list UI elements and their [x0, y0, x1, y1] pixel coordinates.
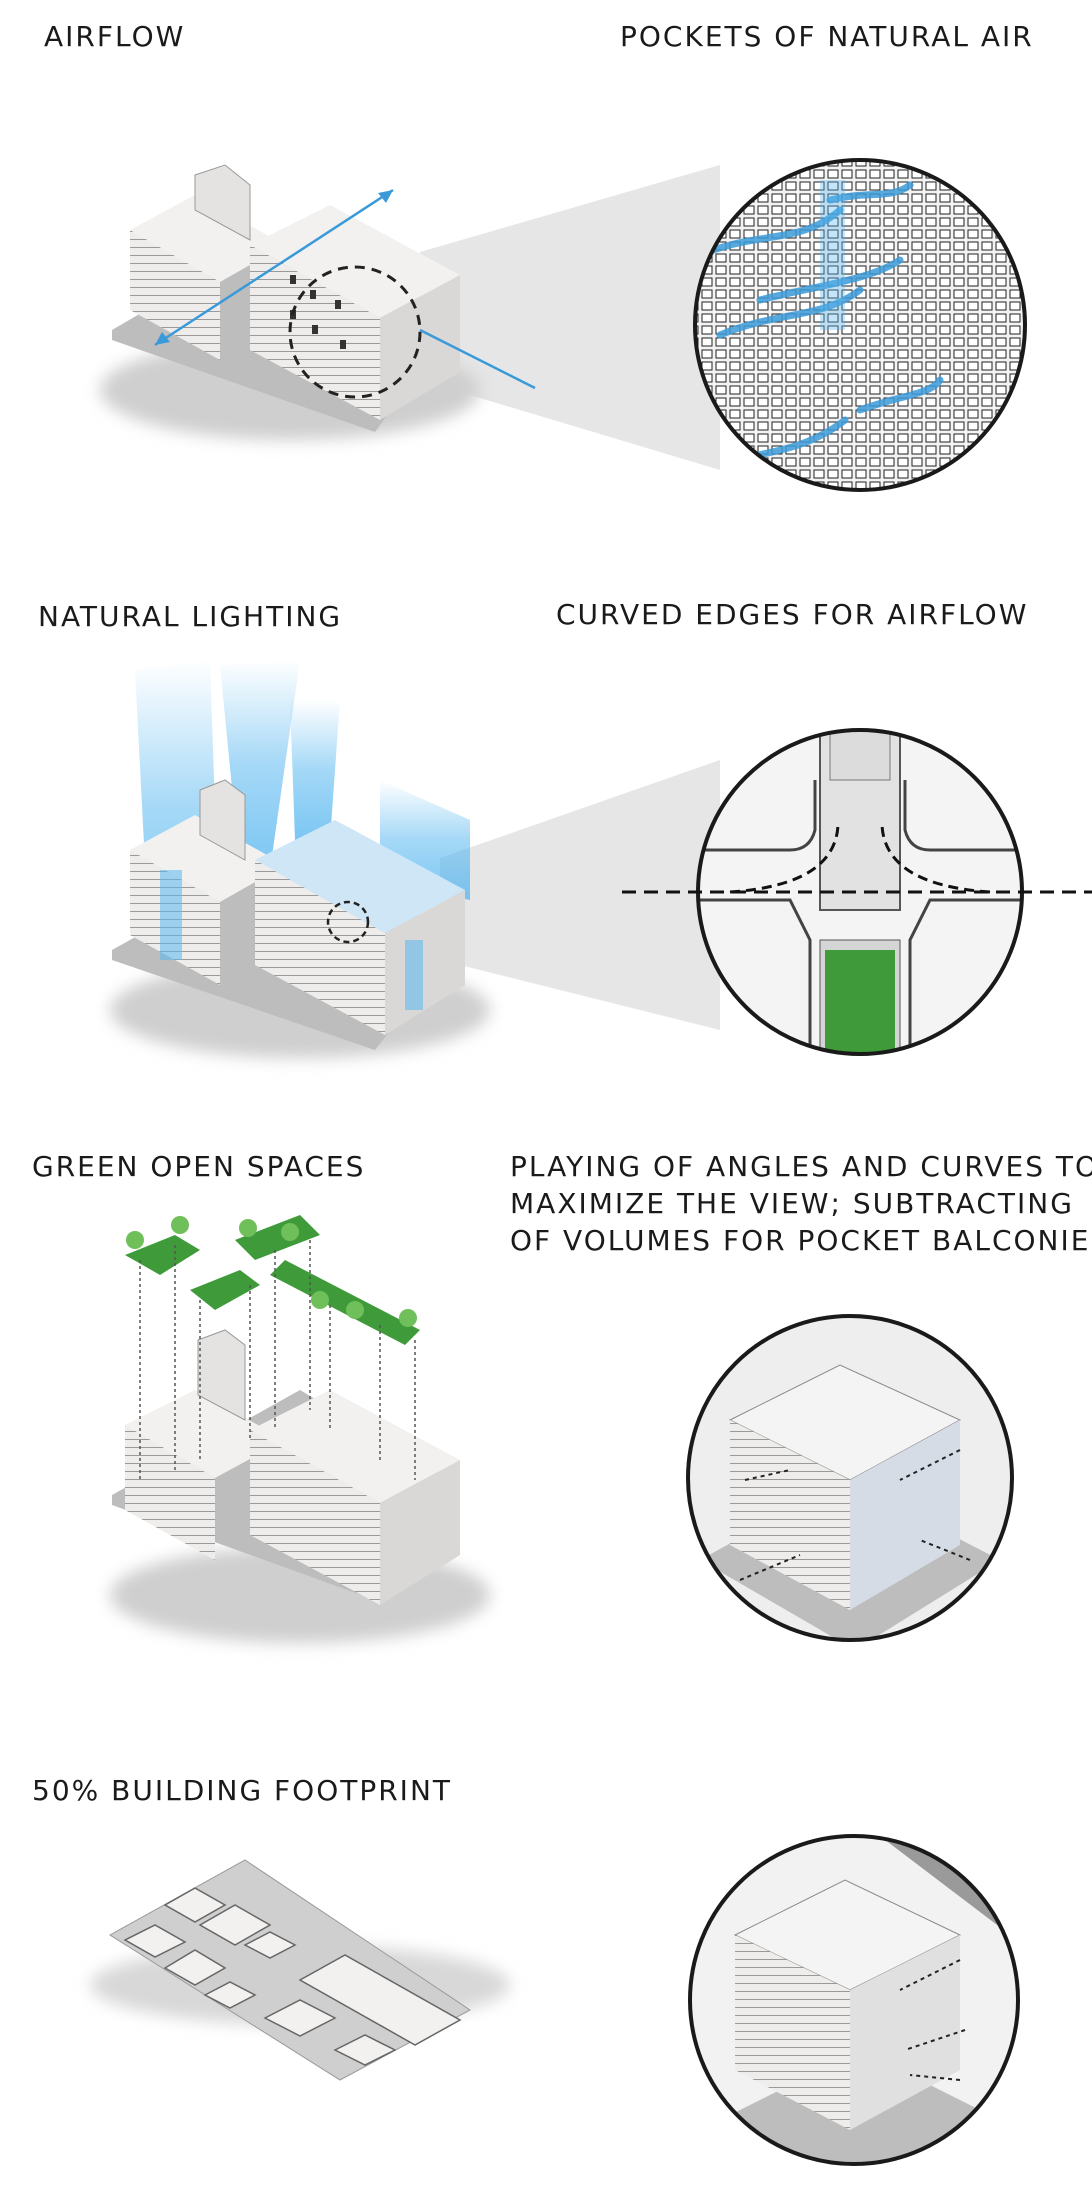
lit-building-tower	[199, 779, 246, 861]
airflow-diagram	[100, 158, 1027, 492]
green-building-left-top	[125, 1390, 285, 1478]
lit-building-right-top	[255, 820, 465, 933]
lit-building-left-top	[130, 815, 285, 902]
zoom-pocket-balconies	[690, 1836, 1018, 2164]
building-right-top	[250, 205, 460, 318]
arrow-head-1	[378, 190, 393, 203]
footprint-diagram	[90, 1834, 1020, 2166]
airflow-arrow-2	[419, 328, 536, 390]
angles-line-3: OF VOLUMES FOR POCKET BALCONIES	[510, 1224, 1092, 1257]
roof-garden-3	[235, 1215, 320, 1260]
lit-building-right-front	[255, 860, 385, 1035]
green-building-right-front	[250, 1430, 380, 1605]
angles-line-2: MAXIMIZE THE VIEW; SUBTRACTING	[510, 1187, 1074, 1220]
zoom-cone-2	[440, 760, 720, 1030]
green-building-right-top	[250, 1390, 460, 1503]
building-left-front	[130, 230, 220, 360]
airflow-arrow-1	[154, 188, 394, 347]
building-left-tower	[194, 164, 251, 241]
angles-line-1: PLAYING OF ANGLES AND CURVES TO	[510, 1150, 1092, 1183]
zoom-ring-4	[688, 1834, 1020, 2166]
roof-garden-1	[125, 1235, 200, 1275]
zoom-curved-edges	[698, 730, 1022, 1054]
title-curved-edges: CURVED EDGES FOR AIRFLOW	[556, 598, 1029, 631]
building-footprints	[123, 1887, 462, 2066]
title-airflow: AIRFLOW	[44, 20, 186, 53]
title-natural-lighting: NATURAL LIGHTING	[38, 600, 343, 633]
zoom-natural-air	[695, 160, 1025, 490]
green-spaces-diagram	[110, 1215, 1014, 1643]
zoom-angles-curves	[688, 1316, 1012, 1640]
title-pockets-of-natural-air: POCKETS OF NATURAL AIR	[620, 20, 1034, 53]
building-right-side	[380, 275, 460, 420]
zoom-cone	[420, 165, 720, 470]
arrow-head-2	[155, 332, 170, 345]
title-building-footprint: 50% BUILDING FOOTPRINT	[32, 1774, 452, 1807]
roof-garden-2	[190, 1270, 260, 1310]
projection-lines	[139, 1240, 416, 1480]
light-shaft-facade-2	[405, 940, 423, 1010]
lighting-diagram	[110, 660, 1092, 1058]
green-building-left-front	[125, 1425, 215, 1560]
focus-circle-dashed-2	[326, 900, 370, 944]
green-courtyard	[825, 950, 895, 1054]
light-beam-3	[290, 700, 340, 840]
building-left-top	[130, 195, 285, 282]
light-shaft-facade	[160, 870, 182, 960]
zoom-ring-3	[686, 1314, 1014, 1642]
title-green-open-spaces: GREEN OPEN SPACES	[32, 1150, 366, 1183]
tree-icons	[126, 1216, 417, 1327]
green-building-right-side	[380, 1460, 460, 1605]
roof-garden-4	[270, 1260, 420, 1345]
title-angles-and-curves: PLAYING OF ANGLES AND CURVES TO MAXIMIZE…	[510, 1148, 1092, 1259]
green-building-tower	[197, 1329, 246, 1421]
zoom-ring-1	[693, 158, 1027, 492]
focus-circle-dashed	[288, 265, 422, 399]
